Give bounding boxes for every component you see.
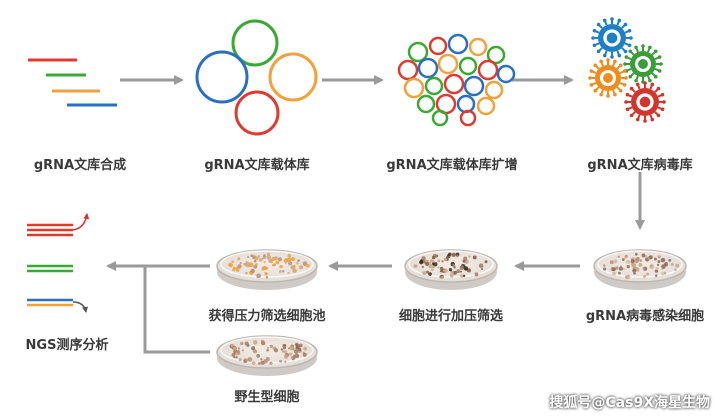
plasmid-ring [407,41,429,63]
label-vector: gRNA文库载体库 [204,158,310,173]
label-pool: 获得压力筛选细胞池 [208,309,326,324]
plasmid-ring [424,76,444,96]
label-ngs: NGS测序分析 [25,338,109,353]
plasmid-ring [496,64,516,84]
virus-particle-icon [588,58,628,98]
virus-particle-icon [624,81,666,123]
watermark: 搜狐号@Cas9X海星生物 [549,395,710,411]
selected-pool-dish-icon [216,249,318,290]
plasmid-ring [476,96,496,116]
plasmid-ring [484,80,504,100]
label-pressure: 细胞进行加压筛选 [398,309,504,324]
plasmid-ring [397,59,419,81]
infected-cells-dish-icon [593,249,687,290]
plasmid-ring [416,94,436,114]
pressure-selection-dish-icon [404,249,498,290]
virus-particle-icon [623,44,663,84]
plasmid-ring [468,37,488,57]
plasmid-ring [417,57,439,79]
plasmid-ring [486,45,506,65]
plasmid-ring [437,53,459,75]
amplified-library-icon [397,33,516,127]
wildtype-dish-icon [216,335,318,376]
grna-strands-icon [28,58,117,107]
label-amplification: gRNA文库载体库扩增 [386,158,518,173]
plasmid-ring [463,75,485,97]
plasmid-ring [459,109,477,127]
plasmid-ring [447,33,469,55]
plasmid-ring [443,73,465,95]
virus-particle-icon [591,17,633,59]
plasmid-library-icon [195,19,318,136]
plasmid-ring [428,36,448,56]
plasmid-ring [477,59,499,81]
plasmid-ring [403,77,425,99]
plasmid-ring [431,109,449,127]
plasmid-ring [458,56,478,76]
label-virus: gRNA文库病毒库 [587,158,693,173]
ngs-reads-icon [27,213,90,313]
virus-library-icon [588,17,666,123]
label-infection: gRNA病毒感染细胞 [585,309,705,324]
plasmid-ring [456,94,476,114]
merge-connector [106,261,210,354]
label-wildtype: 野生型细胞 [234,390,300,405]
label-synthesis: gRNA文库合成 [33,158,127,173]
